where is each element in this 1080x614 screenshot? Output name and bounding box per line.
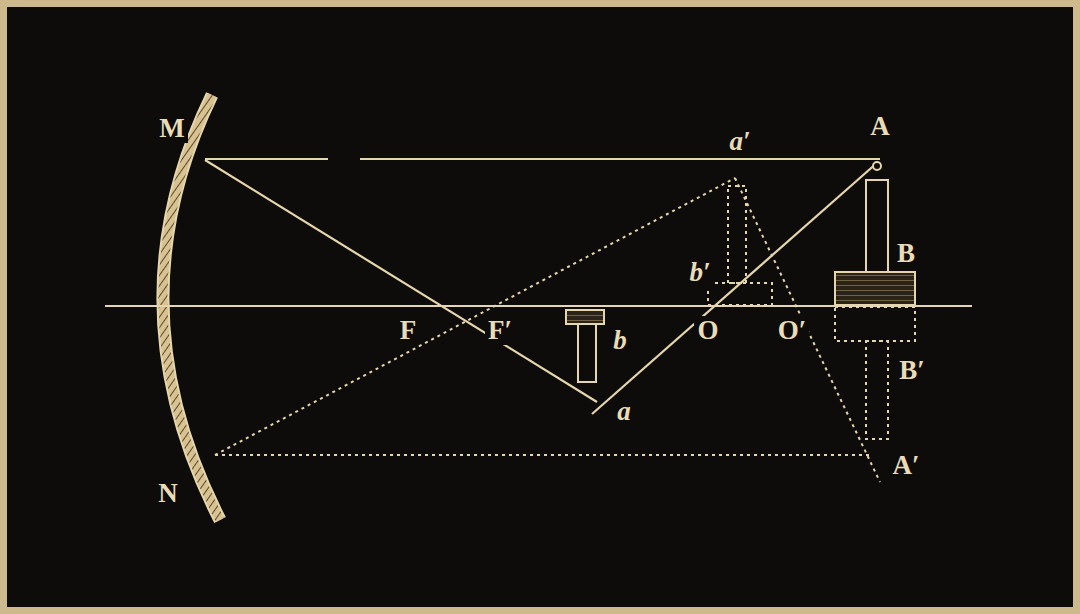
point-label: b: [610, 326, 630, 355]
object-tip: [873, 162, 881, 170]
inverted-image: [866, 341, 888, 439]
ray: [205, 158, 328, 160]
ray: [205, 160, 597, 402]
point-label: B′: [896, 356, 928, 385]
point-label: N: [155, 479, 181, 508]
point-label: F′: [485, 316, 515, 345]
point-label: A′: [889, 451, 922, 480]
point-label: A: [867, 112, 893, 141]
virtual-image: [708, 283, 772, 305]
point-label: b′: [686, 258, 713, 287]
dotted-ray: [735, 178, 880, 482]
point-label: a′: [726, 127, 753, 156]
point-label: O: [694, 316, 721, 345]
point-label: M: [156, 114, 187, 143]
dotted-ray: [215, 178, 735, 455]
inverted-image: [835, 307, 915, 341]
ray: [360, 158, 880, 160]
point-label: a: [614, 397, 634, 426]
virtual-image: [728, 186, 746, 283]
dotted-ray: [215, 454, 870, 456]
point-label: O′: [775, 316, 810, 345]
object: [835, 272, 915, 305]
object: [866, 180, 888, 272]
real-image: [566, 310, 604, 324]
point-label: B: [894, 239, 918, 268]
point-label: F: [397, 316, 420, 345]
real-image: [578, 324, 596, 382]
